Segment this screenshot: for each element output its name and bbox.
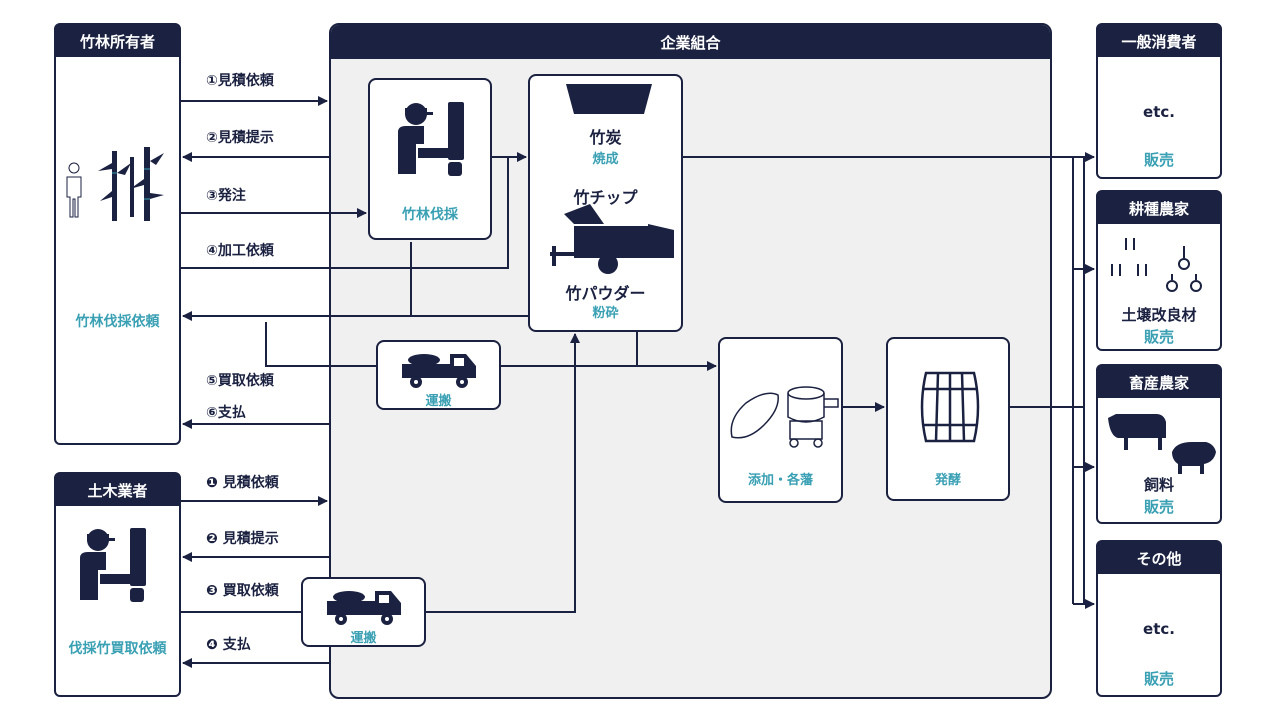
flow-label-owner-5: ⑤買取依頼 [206, 373, 274, 389]
ferment-box: 発酵 [886, 337, 1010, 501]
flow-label-owner-2: ②見積提示 [206, 130, 274, 146]
flow-label-owner-1: ①見積依頼 [206, 73, 274, 89]
farmer-sale: 販売 [1143, 328, 1174, 346]
livestock-title: 畜産農家 [1098, 366, 1220, 398]
flow-label-owner-4: ④加工依頼 [206, 243, 274, 259]
other-etc: etc. [1143, 620, 1175, 638]
flow-label-owner-6: ⑥支払 [206, 405, 246, 421]
logging-box: 竹林伐採 [368, 78, 492, 240]
consumer-etc: etc. [1143, 103, 1175, 121]
contractor-caption: 伐採竹買取依頼 [68, 641, 167, 657]
logging-label: 竹林伐採 [402, 207, 458, 223]
additive-box: 添加・各藩 [718, 337, 843, 503]
consumer-box: 一般消費者 etc. 販売 [1096, 23, 1222, 179]
person-icon [66, 162, 82, 218]
chip-label: 竹チップ [573, 188, 638, 207]
owner-box: 竹林所有者 竹林伐採依頼 [54, 23, 181, 445]
mixer-machine-icon [787, 386, 839, 448]
flow-label-contractor-1: ❶ 見積依頼 [206, 475, 279, 491]
transport-label-1: 運搬 [425, 394, 452, 409]
consumer-title: 一般消費者 [1098, 25, 1220, 57]
consumer-sale: 販売 [1143, 151, 1174, 169]
sprout-icon [1111, 238, 1202, 292]
bamboo-icon [98, 147, 164, 221]
other-title: その他 [1098, 542, 1220, 574]
farmer-title: 耕種農家 [1098, 192, 1220, 224]
powder-label: 竹パウダー [565, 284, 646, 303]
sweet-potato-icon [730, 392, 779, 439]
transport-label-2: 運搬 [350, 631, 377, 646]
farmer-body: 土壌改良材 [1121, 306, 1197, 324]
farmer-box: 耕種農家 土壌改良材 販売 [1096, 190, 1222, 351]
flow-label-contractor-3: ❸ 買取依頼 [206, 583, 279, 599]
ferment-label: 発酵 [934, 473, 961, 488]
transport-box-2: 運搬 [301, 577, 426, 647]
other-sale: 販売 [1143, 670, 1174, 688]
charcoal-label: 竹炭 [589, 128, 622, 147]
cow-pig-icon [1108, 414, 1216, 474]
flow-label-contractor-2: ❷ 見積提示 [206, 531, 279, 547]
worker-icon [80, 528, 146, 602]
barrel-icon [920, 371, 980, 443]
truck-icon [327, 591, 401, 625]
worker-icon [398, 102, 464, 176]
owner-caption: 竹林伐採依頼 [75, 314, 160, 330]
owner-title: 竹林所有者 [56, 25, 179, 57]
crush-label: 粉砕 [592, 306, 619, 321]
flow-label-owner-3: ③発注 [206, 188, 246, 204]
livestock-box: 畜産農家 飼料 販売 [1096, 364, 1222, 524]
firing-label: 焼成 [592, 152, 619, 167]
livestock-body: 飼料 [1143, 476, 1174, 494]
contractor-title: 土木業者 [56, 474, 179, 506]
union-title: 企業組合 [331, 25, 1050, 59]
flow-label-contractor-4: ❹ 支払 [206, 637, 251, 653]
transport-box-1: 運搬 [376, 340, 501, 410]
contractor-box: 土木業者 伐採竹買取依頼 [54, 472, 181, 697]
additive-label: 添加・各藩 [747, 473, 813, 488]
truck-icon [402, 354, 476, 388]
charcoal-icon [566, 84, 652, 114]
chipper-machine-icon [550, 204, 674, 274]
processing-box: 竹炭 焼成 竹チップ 竹パウダー 粉砕 [528, 74, 683, 332]
other-box: その他 etc. 販売 [1096, 540, 1222, 697]
livestock-sale: 販売 [1143, 498, 1174, 516]
